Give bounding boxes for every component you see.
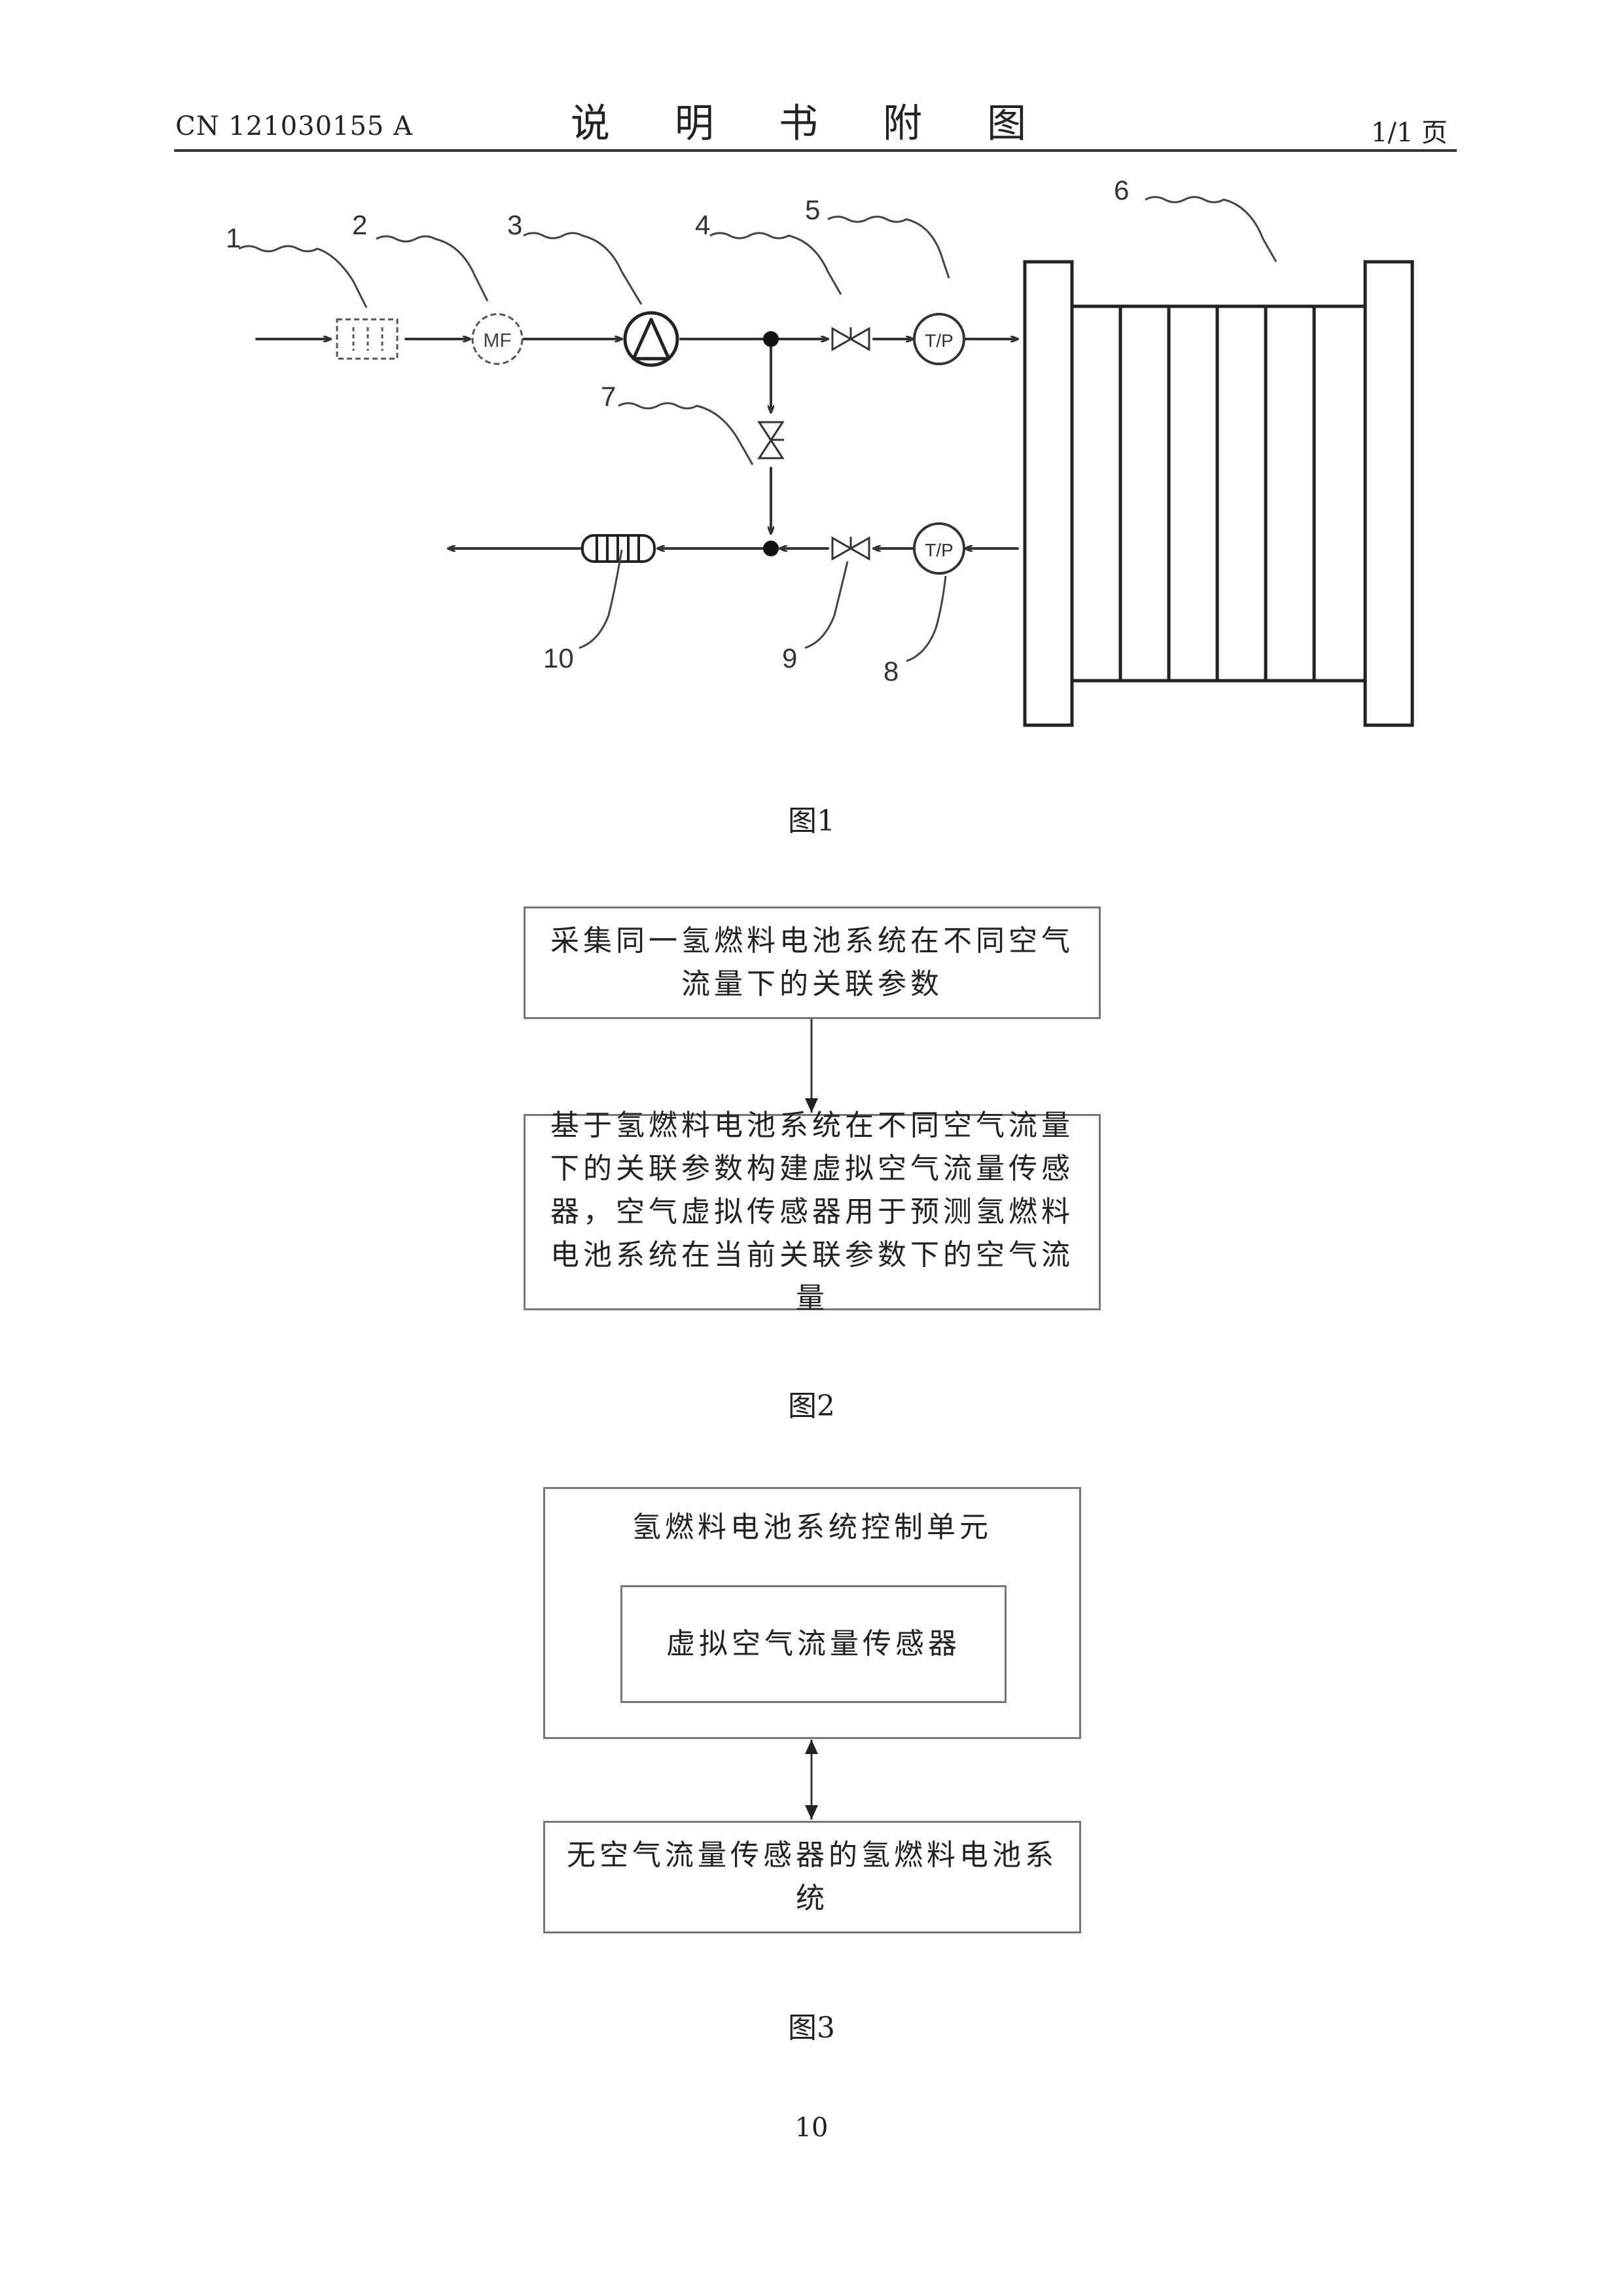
part-label-5: 5 [805, 194, 820, 225]
fuel-cell-stack-icon [1025, 262, 1412, 725]
junction-node-lower [763, 541, 779, 556]
figure1-caption: 图1 [0, 797, 1623, 839]
leader-line-3 [524, 233, 641, 304]
bypass-valve-icon [759, 422, 784, 458]
flow-step-1: 采集同一氢燃料电池系统在不同空气流量下的关联参数 [524, 906, 1101, 1019]
virtual-sensor-box: 虚拟空气流量传感器 [620, 1585, 1007, 1703]
part-label-8: 8 [883, 656, 899, 687]
leader-line-5 [828, 217, 949, 278]
fuel-cell-system-label: 无空气流量传感器的氢燃料电池系统 [565, 1834, 1060, 1920]
mass-flow-sensor-icon: MF [473, 314, 522, 364]
svg-text:MF: MF [483, 330, 511, 351]
part-label-9: 9 [782, 643, 797, 673]
page-number: 10 [0, 2113, 1623, 2143]
leader-line-6 [1145, 197, 1276, 262]
leader-line-7 [618, 403, 753, 465]
flow-step-2-text: 基于氢燃料电池系统在不同空气流量下的关联参数构建虚拟空气流量传感器，空气虚拟传感… [545, 1104, 1079, 1320]
temp-pressure-sensor-icon-inlet: T/P [914, 314, 964, 364]
temp-pressure-sensor-icon-outlet: T/P [914, 524, 964, 573]
fuel-cell-system-box: 无空气流量传感器的氢燃料电池系统 [543, 1821, 1081, 1933]
svg-text:T/P: T/P [925, 540, 954, 560]
part-label-6: 6 [1114, 175, 1129, 206]
virtual-sensor-label: 虚拟空气流量传感器 [666, 1623, 961, 1666]
compressor-icon [625, 313, 677, 365]
outlet-valve-icon [832, 537, 869, 559]
leader-line-1 [239, 246, 366, 308]
svg-text:T/P: T/P [925, 331, 954, 351]
part-label-10: 10 [543, 643, 574, 673]
part-label-4: 4 [695, 209, 710, 240]
flow-step-2: 基于氢燃料电池系统在不同空气流量下的关联参数构建虚拟空气流量传感器，空气虚拟传感… [524, 1114, 1101, 1310]
leader-line-2 [376, 236, 488, 301]
part-label-1: 1 [226, 223, 241, 253]
figure2-caption: 图2 [0, 1382, 1623, 1424]
inlet-valve-icon [832, 327, 869, 350]
figure3-caption: 图3 [0, 2004, 1623, 2046]
junction-node-upper [763, 331, 779, 347]
part-label-2: 2 [352, 209, 367, 240]
leader-line-8 [906, 576, 946, 661]
muffler-icon [582, 535, 654, 562]
part-label-3: 3 [507, 209, 522, 240]
flow-step-1-text: 采集同一氢燃料电池系统在不同空气流量下的关联参数 [545, 920, 1079, 1006]
leader-line-10 [579, 550, 622, 648]
control-unit-label: 氢燃料电池系统控制单元 [545, 1503, 1079, 1545]
part-label-7: 7 [601, 381, 616, 412]
leader-line-4 [710, 233, 841, 295]
leader-line-9 [805, 562, 847, 648]
air-filter-icon [337, 319, 397, 359]
